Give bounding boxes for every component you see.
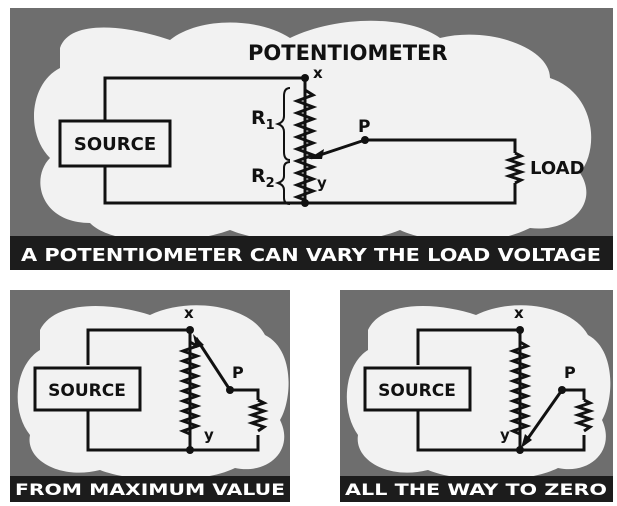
bottom-left-cloud: [17, 305, 289, 480]
top-wiper-dot: [361, 136, 369, 144]
top-load-label: LOAD: [530, 158, 585, 179]
bottom-left-source-box: [33, 366, 142, 412]
top-terminal-x-label: x: [313, 64, 323, 82]
bottom-left-wiper-dot: [226, 386, 234, 394]
top-r2-label: R2: [251, 165, 275, 191]
top-caption: A POTENTIOMETER CAN VARY THE LOAD VOLTAG…: [21, 245, 601, 266]
bottom-right-wiper-dot: [558, 386, 566, 394]
bottom-left-wiper-label: P: [232, 363, 244, 382]
bottom-left-caption: FROM MAXIMUM VALUE: [15, 480, 285, 499]
bottom-left-potentiometer-coil: [178, 340, 202, 436]
top-r1-brace: [274, 87, 291, 161]
bottom-right-terminal-x-label: x: [514, 304, 524, 322]
bottom-left-terminal-y-dot: [186, 446, 194, 454]
top-wiper-label: P: [358, 117, 370, 137]
bottom-right-terminal-x-dot: [516, 326, 524, 334]
bottom-left-diagram-panel: SOURCE x y P FROM MAXIMUM VALUE: [10, 290, 290, 502]
bottom-left-source-label: SOURCE: [48, 381, 126, 401]
top-r2-brace: [274, 161, 291, 205]
bottom-right-wiper-label: P: [564, 363, 576, 382]
top-terminal-y-dot: [301, 199, 309, 207]
top-terminal-x-dot: [301, 74, 309, 82]
bottom-right-cloud: [346, 305, 611, 480]
bottom-right-source-box: [363, 366, 472, 412]
top-diagram-svg: POTENTIOMETER SOURCE LOAD x y P R1 R2 A …: [10, 8, 613, 270]
bottom-right-caption-bar: [340, 476, 613, 502]
bottom-left-terminal-x-label: x: [184, 304, 194, 322]
bottom-right-potentiometer-coil: [508, 340, 532, 436]
bottom-right-caption: ALL THE WAY TO ZERO: [345, 480, 607, 499]
top-potentiometer-coil: [292, 88, 318, 202]
bottom-right-load-coil: [573, 398, 595, 433]
bottom-right-terminal-y-label: y: [500, 426, 510, 444]
top-diagram-panel: POTENTIOMETER SOURCE LOAD x y P R1 R2 A …: [10, 8, 613, 270]
bottom-right-wiper-arrowhead: [521, 434, 532, 448]
top-source-label: SOURCE: [74, 134, 156, 155]
bottom-left-diagram-svg: SOURCE x y P FROM MAXIMUM VALUE: [10, 290, 290, 502]
top-source-box: [58, 119, 172, 168]
bottom-right-terminal-y-dot: [516, 446, 524, 454]
top-terminal-y-label: y: [317, 174, 327, 192]
top-caption-bar: [10, 236, 613, 270]
top-r1-label: R1: [251, 107, 275, 133]
bottom-left-terminal-x-dot: [186, 326, 194, 334]
bottom-left-terminal-y-label: y: [204, 426, 214, 444]
bottom-right-source-label: SOURCE: [378, 381, 456, 401]
bottom-right-diagram-svg: SOURCE x y P ALL THE WAY TO ZERO: [340, 290, 613, 502]
bottom-left-load-coil: [247, 398, 269, 433]
bottom-left-caption-bar: [10, 476, 290, 502]
top-load-coil: [504, 151, 526, 185]
top-title: POTENTIOMETER: [248, 41, 448, 65]
bottom-right-diagram-panel: SOURCE x y P ALL THE WAY TO ZERO: [340, 290, 613, 502]
